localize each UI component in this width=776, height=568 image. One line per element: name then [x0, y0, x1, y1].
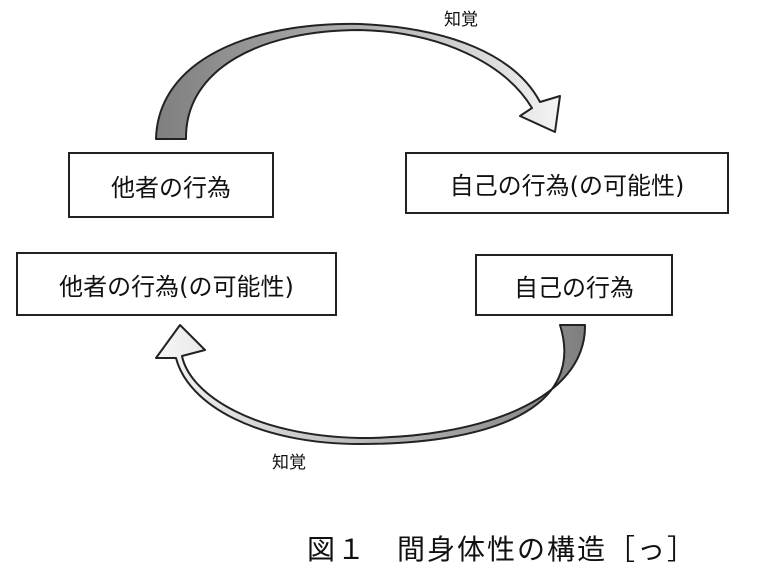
figure-caption: 図１ 間身体性の構造［っ］: [307, 533, 698, 566]
box-other-action-possibility-text: 他者の行為(の可能性): [59, 272, 294, 301]
arrow-label-bottom: 知覚: [272, 453, 306, 473]
bottom-arrow: [155, 324, 587, 445]
box-self-action-possibility-text: 自己の行為(の可能性): [449, 171, 685, 200]
perception-arrows: [155, 22, 587, 445]
box-other-action: 他者の行為: [68, 152, 274, 218]
top-arrow: [155, 22, 561, 140]
box-self-action-possibility: 自己の行為(の可能性): [405, 152, 729, 214]
box-self-action-text: 自己の行為: [514, 273, 634, 302]
box-other-action-possibility: 他者の行為(の可能性): [16, 252, 337, 316]
diagram-canvas: 知覚 他者の行為 自己の行為(の可能性) 他者の行為(の可能性) 自己の行為 知…: [16, 10, 729, 566]
box-other-action-text: 他者の行為: [111, 173, 231, 202]
arrow-label-top: 知覚: [444, 10, 478, 30]
box-self-action: 自己の行為: [475, 254, 673, 316]
